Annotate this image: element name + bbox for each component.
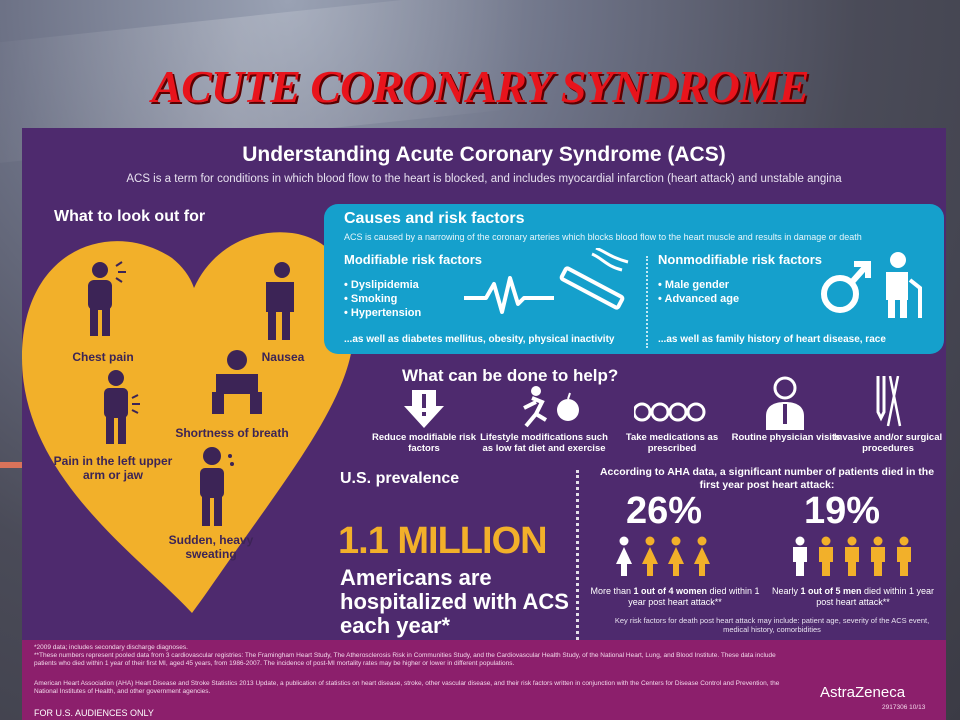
nonmodifiable-title: Nonmodifiable risk factors	[658, 252, 822, 267]
symptom-label-arm-jaw-pain: Pain in the left upper arm or jaw	[53, 454, 173, 482]
footer-band: *2009 data; includes secondary discharge…	[22, 640, 946, 720]
prevalence-divider	[576, 470, 579, 640]
man-figure-icon	[897, 536, 911, 576]
causes-divider	[646, 256, 648, 348]
cigarette-icon	[559, 248, 629, 310]
men-caption: Nearly 1 out of 5 men died within 1 year…	[768, 586, 938, 608]
help-item-reduce-risk: Reduce modifiable risk factors	[371, 432, 476, 454]
men-caption-bold: 1 out of 5 men	[800, 586, 862, 596]
man-figure-icon	[819, 536, 833, 576]
man-figure-icon	[845, 536, 859, 576]
footnote-1: *2009 data; includes secondary discharge…	[34, 644, 188, 651]
modifiable-list: • Dyslipidemia • Smoking • Hypertension	[344, 278, 421, 320]
pills-icon	[634, 402, 706, 422]
nonmodifiable-item: • Male gender	[658, 279, 730, 291]
key-risk-note: Key risk factors for death post heart at…	[614, 616, 930, 634]
footnote-2: **These numbers represent pooled data fr…	[34, 652, 776, 667]
aha-note: According to AHA data, a significant num…	[599, 466, 935, 491]
nonmodifiable-list: • Male gender • Advanced age	[658, 278, 739, 306]
arm-pain-figure-icon	[104, 370, 140, 444]
sweating-figure-icon	[200, 447, 234, 526]
poster-title: Understanding Acute Coronary Syndrome (A…	[242, 143, 726, 166]
help-item-lifestyle: Lifestyle modifications such as low fat …	[480, 432, 608, 454]
surgical-tools-icon	[876, 376, 902, 427]
symptom-label-chest-pain: Chest pain	[72, 350, 134, 364]
men-icon-row	[790, 536, 920, 581]
nonmodifiable-item: • Advanced age	[658, 293, 740, 305]
heartbeat-icon	[464, 276, 554, 314]
woman-figure-icon	[616, 536, 632, 576]
causes-panel: Causes and risk factors ACS is caused by…	[324, 204, 944, 354]
infographic-poster: Understanding Acute Coronary Syndrome (A…	[22, 128, 946, 720]
prevalence-title: U.S. prevalence	[340, 470, 460, 487]
poster-subtitle: ACS is a term for conditions in which bl…	[126, 173, 842, 185]
symptom-label-shortness-of-breath: Shortness of breath	[175, 426, 289, 440]
symptom-label-nausea: Nausea	[261, 350, 305, 364]
astrazeneca-logo: AstraZeneca	[820, 684, 906, 701]
causes-subtitle: ACS is caused by a narrowing of the coro…	[344, 232, 862, 242]
nonmodifiable-note: ...as well as family history of heart di…	[658, 334, 886, 345]
modifiable-item: • Hypertension	[344, 307, 422, 319]
help-title: What can be done to help?	[402, 366, 619, 385]
women-caption-pre: More than	[590, 586, 634, 596]
prevalence-number: 1.1 MILLION	[338, 520, 548, 562]
help-item-medications: Take medications as prescribed	[625, 432, 719, 454]
nausea-figure-icon	[266, 262, 294, 340]
causes-title: Causes and risk factors	[344, 210, 525, 227]
chest-pain-figure-icon	[88, 261, 126, 336]
woman-figure-icon	[694, 536, 710, 576]
women-caption-post: died within 1 year post heart attack**	[628, 586, 760, 607]
shortness-of-breath-figure-icon	[212, 350, 262, 414]
document-code: 2917306 10/13	[882, 704, 926, 711]
man-figure-icon	[793, 536, 807, 576]
runner-apple-icon	[523, 386, 579, 428]
slide-title: ACUTE CORONARY SYNDROME	[151, 61, 810, 112]
women-caption: More than 1 out of 4 women died within 1…	[590, 586, 760, 608]
symptom-label-sweating: Sudden, heavy sweating	[168, 533, 254, 561]
audience-label: FOR U.S. AUDIENCES ONLY	[34, 708, 154, 718]
doctor-icon	[766, 376, 804, 430]
men-percentage: 19%	[804, 490, 881, 532]
prevalence-caption: Americans are hospitalized with ACS each…	[340, 565, 569, 638]
help-item-physician: Routine physician visits	[731, 432, 841, 443]
male-symbol-icon	[821, 261, 871, 313]
women-icon-row	[614, 536, 718, 581]
warning-arrow-icon	[404, 390, 444, 428]
elderly-person-icon	[886, 252, 922, 318]
men-caption-pre: Nearly	[771, 586, 801, 596]
modifiable-item: • Smoking	[344, 293, 398, 305]
footnote-3: American Heart Association (AHA) Heart D…	[34, 680, 780, 695]
modifiable-title: Modifiable risk factors	[344, 252, 482, 267]
modifiable-note: ...as well as diabetes mellitus, obesity…	[344, 334, 615, 345]
man-figure-icon	[871, 536, 885, 576]
help-item-procedures: Invasive and/or surgical procedures	[833, 432, 943, 454]
women-percentage: 26%	[626, 490, 703, 532]
men-caption-post: died within 1 year post heart attack**	[816, 586, 935, 607]
symptoms-title: What to look out for	[54, 208, 206, 225]
woman-figure-icon	[642, 536, 658, 576]
women-caption-bold: 1 out of 4 women	[633, 586, 707, 596]
woman-figure-icon	[668, 536, 684, 576]
modifiable-item: • Dyslipidemia	[344, 279, 419, 291]
side-accent-line	[0, 462, 22, 468]
